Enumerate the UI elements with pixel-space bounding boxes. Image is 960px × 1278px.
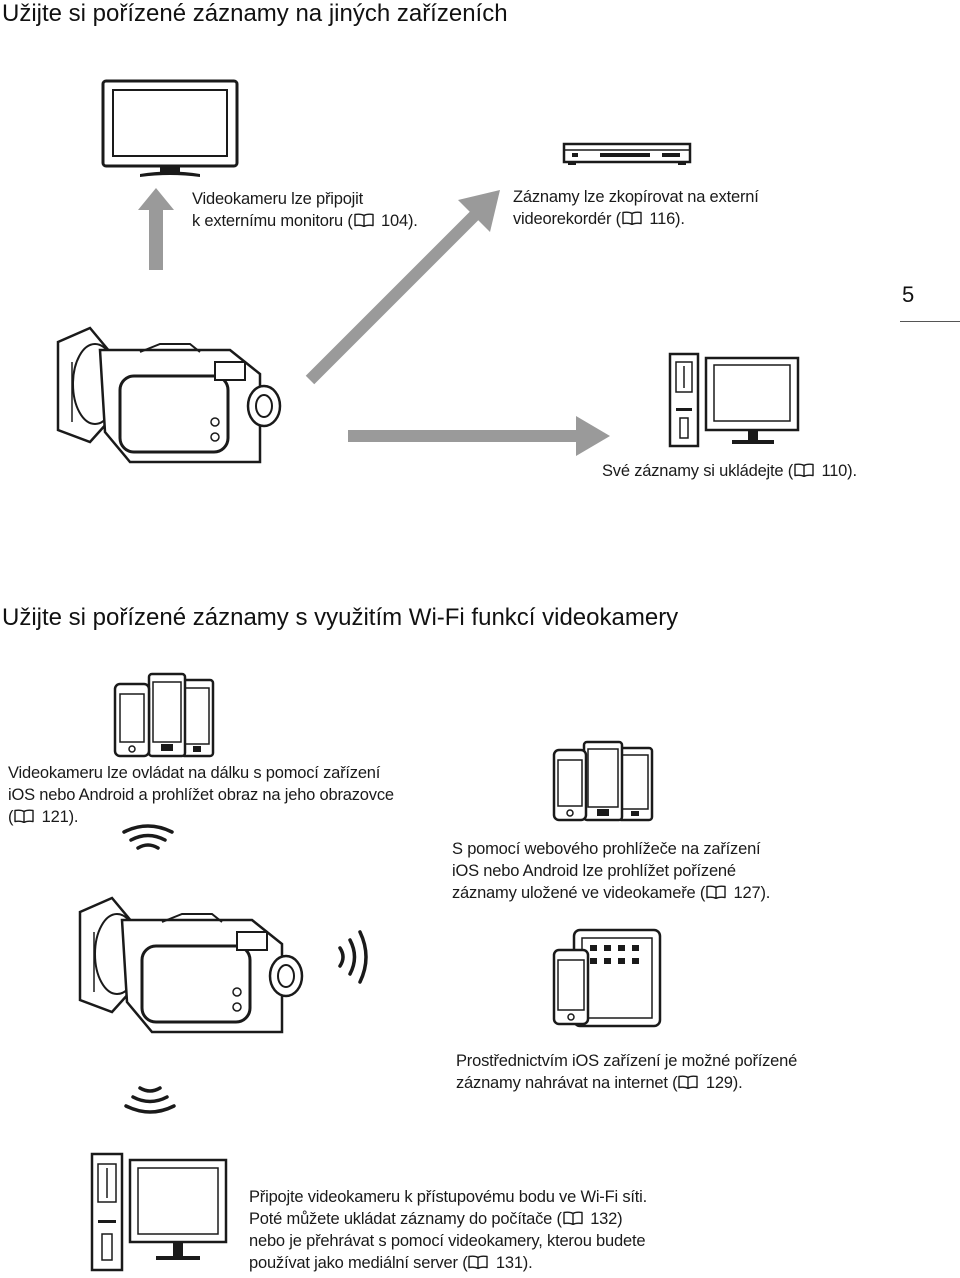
book-reference-icon bbox=[706, 885, 726, 899]
desktop-computer-icon bbox=[90, 1152, 228, 1272]
section-title-other-devices: Užijte si pořízené záznamy na jiných zař… bbox=[2, 0, 508, 27]
monitor-caption: Videokameru lze připojit k externímu mon… bbox=[192, 190, 418, 230]
recorder-caption: Záznamy lze zkopírovat na externí videor… bbox=[513, 188, 759, 228]
page-number: 5 bbox=[902, 282, 915, 307]
smartphones-icon bbox=[552, 740, 654, 822]
arrow-icon bbox=[348, 416, 610, 456]
book-reference-icon bbox=[468, 1255, 488, 1269]
television-monitor-icon bbox=[101, 79, 239, 177]
browser-caption: S pomocí webového prohlížeče na zařízení… bbox=[452, 840, 771, 902]
arrow-icon bbox=[305, 190, 500, 385]
access-point-caption: Připojte videokameru k přístupovému bodu… bbox=[249, 1188, 647, 1272]
camcorder-icon bbox=[78, 896, 304, 1034]
section-title-wifi: Užijte si pořízené záznamy s využitím Wi… bbox=[2, 604, 679, 631]
arrow-icon bbox=[138, 188, 174, 270]
page-number-rule bbox=[900, 321, 960, 322]
book-reference-icon bbox=[14, 809, 34, 823]
remote-control-caption: Videokameru lze ovládat na dálku s pomoc… bbox=[8, 764, 394, 826]
wifi-waves-icon bbox=[122, 824, 174, 850]
wifi-waves-icon bbox=[338, 930, 368, 984]
tablet-icon bbox=[552, 928, 662, 1028]
book-reference-icon bbox=[794, 463, 814, 477]
smartphones-icon bbox=[113, 672, 215, 758]
book-reference-icon bbox=[622, 211, 642, 225]
camcorder-icon bbox=[56, 326, 282, 464]
desktop-computer-icon bbox=[668, 352, 800, 448]
book-reference-icon bbox=[678, 1075, 698, 1089]
computer-caption: Své záznamy si ukládejte ( 110). bbox=[602, 462, 857, 480]
video-recorder-icon bbox=[562, 142, 692, 165]
wifi-waves-icon bbox=[124, 1086, 176, 1114]
book-reference-icon bbox=[563, 1211, 583, 1225]
upload-caption: Prostřednictvím iOS zařízení je možné po… bbox=[456, 1052, 798, 1092]
